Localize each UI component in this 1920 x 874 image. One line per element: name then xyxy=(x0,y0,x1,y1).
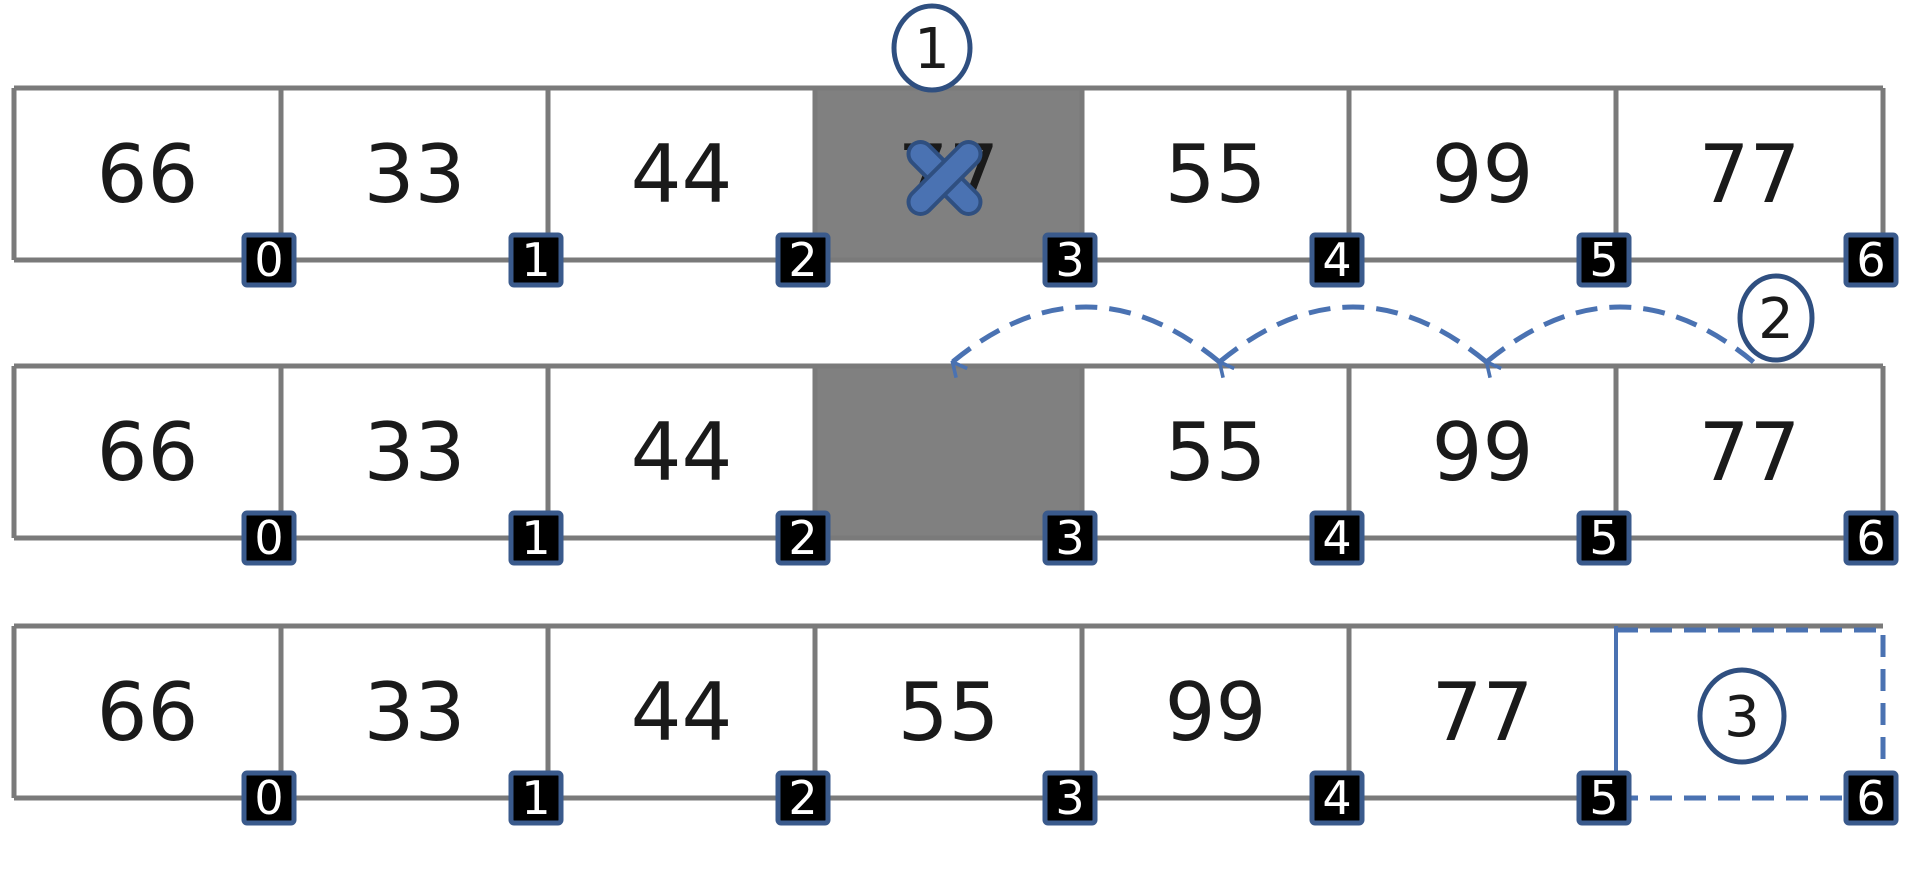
index-label: 0 xyxy=(254,233,283,287)
step-marker xyxy=(1737,273,1815,363)
index-badge xyxy=(1042,232,1098,288)
new-empty-slot-outline xyxy=(1616,627,1886,801)
index-label: 0 xyxy=(254,511,283,565)
cell-value: 99 xyxy=(1432,128,1534,221)
close-x-icon xyxy=(906,140,983,216)
index-label: 4 xyxy=(1322,233,1351,287)
index-badge xyxy=(508,232,564,288)
index-label: 5 xyxy=(1589,233,1618,287)
index-label: 1 xyxy=(521,771,550,825)
index-label: 6 xyxy=(1856,511,1885,565)
index-badge xyxy=(1042,770,1098,826)
index-badge xyxy=(1576,770,1632,826)
shift-left-arrow xyxy=(1487,304,1756,362)
step-marker xyxy=(891,3,973,93)
index-badge xyxy=(775,770,831,826)
index-badge xyxy=(1042,510,1098,566)
index-badge xyxy=(508,770,564,826)
index-badge xyxy=(1576,232,1632,288)
index-badge xyxy=(1309,770,1365,826)
cell-value: 44 xyxy=(631,128,733,221)
index-label: 6 xyxy=(1856,771,1885,825)
step-label: 3 xyxy=(1724,685,1760,750)
cell-value: 33 xyxy=(364,128,466,221)
index-label: 5 xyxy=(1589,771,1618,825)
cell-value: 33 xyxy=(364,666,466,759)
index-label: 2 xyxy=(788,233,817,287)
index-label: 1 xyxy=(521,233,550,287)
index-badge xyxy=(775,232,831,288)
index-badge xyxy=(1309,510,1365,566)
index-badge xyxy=(1843,510,1899,566)
cell-value: 99 xyxy=(1165,666,1267,759)
cell-value: 55 xyxy=(1165,128,1267,221)
index-label: 4 xyxy=(1322,511,1351,565)
step-label: 1 xyxy=(914,17,950,82)
index-badge xyxy=(775,510,831,566)
index-badge xyxy=(1576,510,1632,566)
index-badge xyxy=(508,510,564,566)
cell-value: 66 xyxy=(97,666,199,759)
index-label: 2 xyxy=(788,771,817,825)
index-label: 1 xyxy=(521,511,550,565)
cell-value: 77 xyxy=(1432,666,1534,759)
step-label: 2 xyxy=(1758,287,1794,352)
index-badge xyxy=(241,510,297,566)
cell-value: 77 xyxy=(1699,406,1801,499)
index-label: 3 xyxy=(1055,771,1084,825)
index-label: 3 xyxy=(1055,511,1084,565)
cell-value: 66 xyxy=(97,406,199,499)
cell-value: 55 xyxy=(1165,406,1267,499)
cell-value: 99 xyxy=(1432,406,1534,499)
index-badge xyxy=(1843,232,1899,288)
cell-value: 77 xyxy=(1699,128,1801,221)
index-label: 0 xyxy=(254,771,283,825)
index-label: 4 xyxy=(1322,771,1351,825)
shift-left-arrow xyxy=(953,304,1222,362)
cell-value: 33 xyxy=(364,406,466,499)
index-label: 5 xyxy=(1589,511,1618,565)
index-label: 2 xyxy=(788,511,817,565)
cell-value: 55 xyxy=(898,666,1000,759)
index-label: 6 xyxy=(1856,233,1885,287)
index-badge xyxy=(241,770,297,826)
index-badge xyxy=(1843,770,1899,826)
cell-value: 44 xyxy=(631,406,733,499)
step-marker xyxy=(1697,667,1787,765)
index-badge xyxy=(1309,232,1365,288)
shaded-cell xyxy=(815,366,1082,538)
index-label: 3 xyxy=(1055,233,1084,287)
cell-value: 44 xyxy=(631,666,733,759)
shift-left-arrow xyxy=(1220,304,1489,362)
index-badge xyxy=(241,232,297,288)
cell-value: 66 xyxy=(97,128,199,221)
